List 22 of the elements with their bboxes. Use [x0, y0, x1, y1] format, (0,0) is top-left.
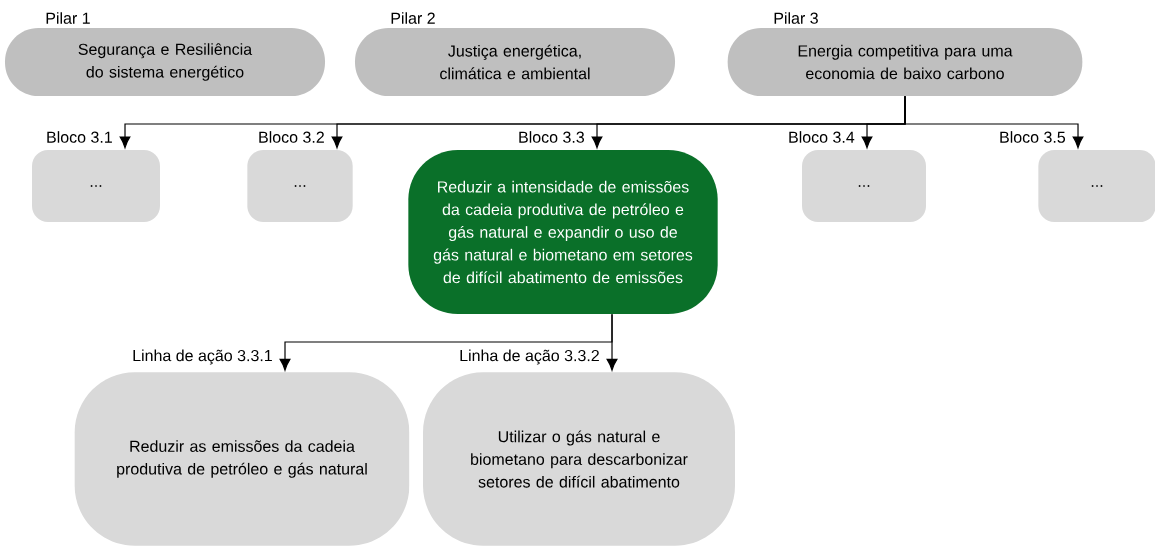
action-box: Reduzir as emissões da cadeia produtiva de petróleo e gás natural	[74, 372, 410, 546]
action-box: Utilizar o gás natural e biometano para descarbonizar setores de difícil abatimento	[423, 372, 735, 546]
pillar-label: Pilar 3	[774, 12, 818, 24]
block-box: ...	[247, 150, 353, 222]
arrow	[606, 313, 618, 371]
block-box: ...	[32, 150, 160, 222]
block-box: ...	[1038, 150, 1155, 222]
action-label: Linha de ação 3.3.1	[133, 349, 272, 365]
block-box: Reduzir a intensidade de emissões da cadeia produtiva de petróleo e gás natural e expandir o uso de gás natural e biometano em setores de difícil abatimento de emissões	[408, 150, 718, 314]
block-label: Bloco 3.3	[519, 131, 584, 143]
pillar-label: Pilar 1	[46, 12, 90, 24]
block-box: ...	[802, 150, 926, 222]
block-label: Bloco 3.4	[789, 131, 855, 143]
arrow	[904, 95, 1084, 149]
action-label: Linha de ação 3.3.2	[460, 349, 599, 365]
pillar-box: Justiça energética, climática e ambiental	[355, 28, 675, 96]
block-label: Bloco 3.2	[259, 131, 324, 143]
pillar-box: Energia competitiva para uma economia de baixo carbono	[727, 28, 1083, 96]
pillar-label: Pilar 2	[391, 12, 435, 24]
block-label: Bloco 3.1	[47, 131, 112, 143]
block-label: Bloco 3.5	[1000, 131, 1066, 143]
pillar-box: Segurança e Resiliência do sistema energético	[5, 28, 325, 96]
